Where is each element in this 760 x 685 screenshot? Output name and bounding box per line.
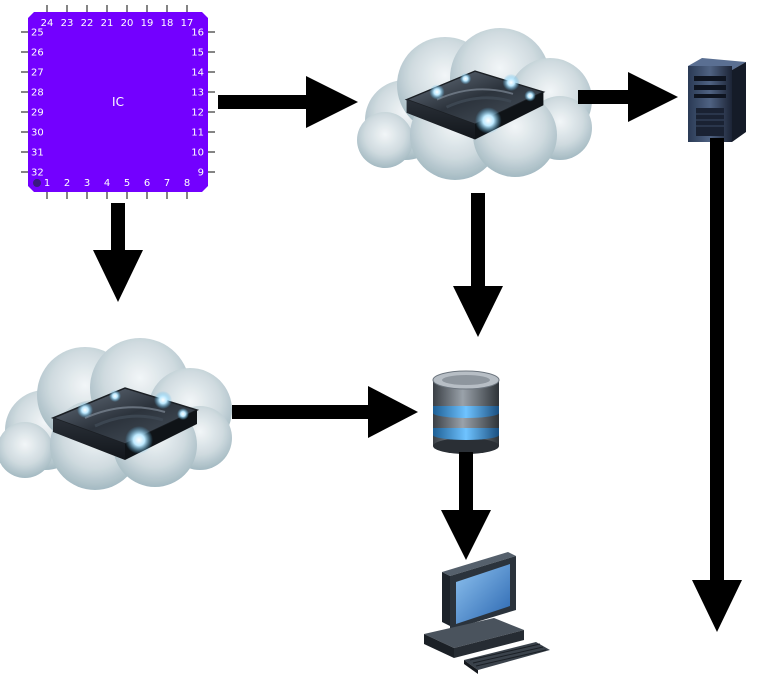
pin-label: 10 — [191, 148, 204, 159]
pin-label: 14 — [191, 68, 204, 79]
chip-pin-leads — [21, 5, 215, 199]
pin-label: 7 — [164, 178, 170, 189]
pin-label: 4 — [104, 178, 110, 189]
pin-label: 17 — [181, 18, 194, 29]
pin-label: 6 — [144, 178, 150, 189]
pin-label: 30 — [31, 128, 44, 139]
pin-label: 19 — [141, 18, 154, 29]
arrow-server-down — [692, 138, 742, 632]
pin-label: 29 — [31, 108, 44, 119]
pin-label: 5 — [124, 178, 130, 189]
pin-label: 12 — [191, 108, 204, 119]
pin-label: 22 — [81, 18, 94, 29]
arrow-database-to-computer — [441, 452, 491, 560]
chip-pins-top: 24 23 22 21 20 19 18 17 — [41, 18, 194, 29]
pin-label: 25 — [31, 28, 44, 39]
database-icon[interactable] — [432, 370, 500, 454]
chip-pins-right: 16 15 14 13 12 11 10 9 — [191, 28, 204, 179]
chip-body — [28, 12, 208, 192]
arrow-cloud-to-server — [578, 72, 678, 122]
arrow-chip-to-cloud — [218, 76, 358, 128]
pin-label: 18 — [161, 18, 174, 29]
pin-label: 15 — [191, 48, 204, 59]
arrow-chip-to-left-cloud — [93, 203, 143, 302]
pin-label: 23 — [61, 18, 74, 29]
cloud-storage-icon[interactable] — [0, 338, 232, 490]
pin-label: 24 — [41, 18, 54, 29]
pin1-marker — [33, 179, 41, 187]
pin-label: 31 — [31, 148, 44, 159]
pin-label: 11 — [191, 128, 204, 139]
cloud-storage-icon[interactable] — [357, 28, 592, 180]
pin-label: 32 — [31, 168, 44, 179]
pin-label: 20 — [121, 18, 134, 29]
arrow-left-cloud-to-database — [232, 386, 418, 438]
pin-label: 16 — [191, 28, 204, 39]
pin-label: 8 — [184, 178, 190, 189]
desktop-computer-icon[interactable] — [424, 552, 550, 674]
pin-label: 28 — [31, 88, 44, 99]
pin-label: 26 — [31, 48, 44, 59]
chip-pins-bottom: 1 2 3 4 5 6 7 8 — [44, 178, 190, 189]
pin-label: 3 — [84, 178, 90, 189]
chip-pins-left: 25 26 27 28 29 30 31 32 — [31, 28, 44, 179]
chip-label: IC — [112, 95, 124, 109]
arrows — [93, 72, 742, 632]
pin-label: 2 — [64, 178, 70, 189]
pin-label: 1 — [44, 178, 50, 189]
arrow-cloud-to-database — [453, 193, 503, 337]
server-tower-icon[interactable] — [688, 58, 746, 142]
pin-label: 9 — [198, 168, 204, 179]
pin-label: 21 — [101, 18, 114, 29]
pin-label: 27 — [31, 68, 44, 79]
pin-label: 13 — [191, 88, 204, 99]
